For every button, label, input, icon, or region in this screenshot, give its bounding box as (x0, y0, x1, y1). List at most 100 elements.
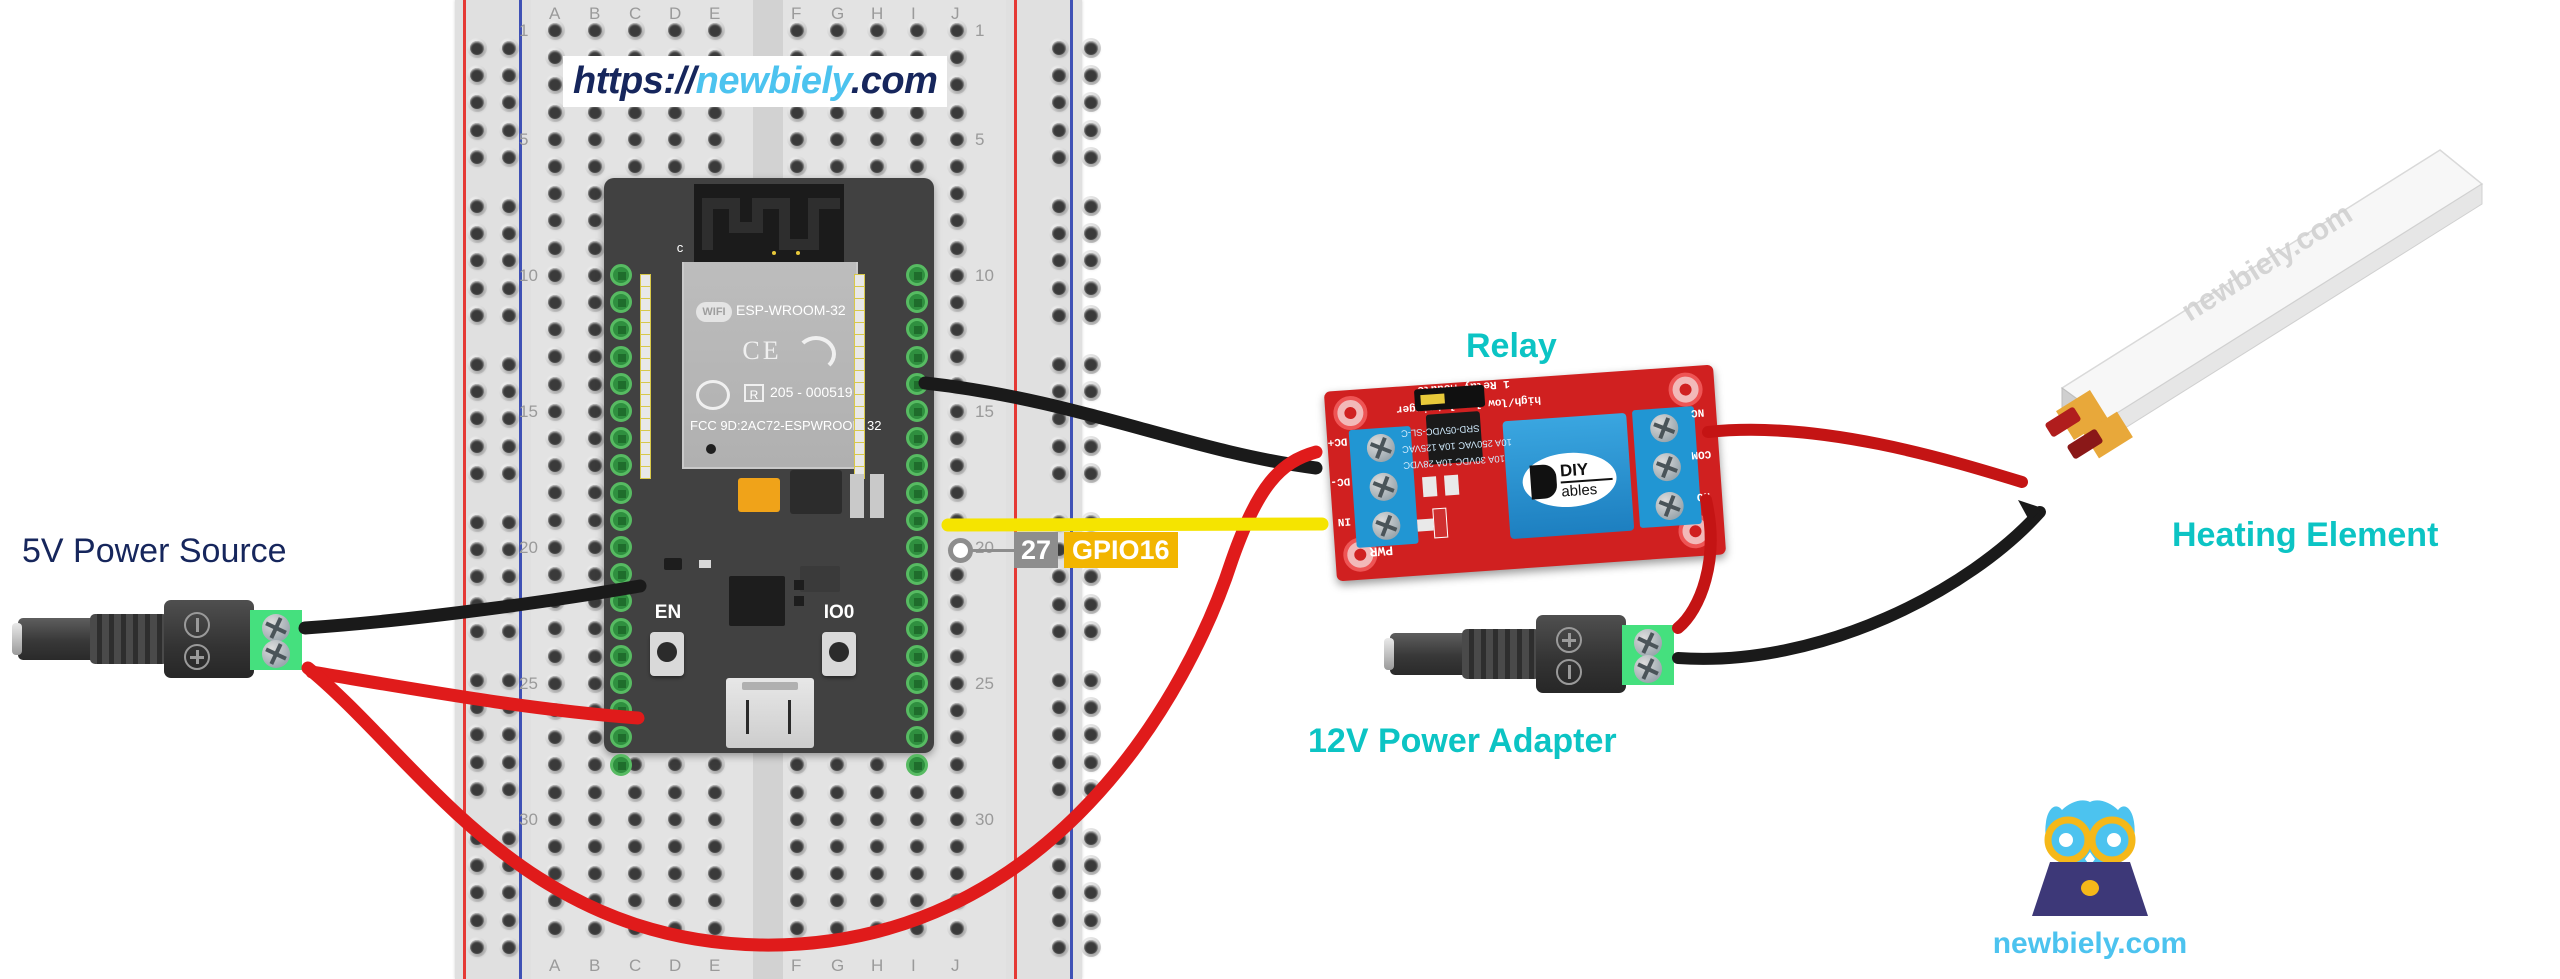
breadboard-hole[interactable] (1081, 277, 1101, 298)
breadboard-hole[interactable] (499, 146, 519, 167)
breadboard-hole[interactable] (545, 672, 565, 693)
breadboard-hole[interactable] (545, 564, 565, 584)
breadboard-hole[interactable] (545, 727, 565, 748)
breadboard-hole[interactable] (947, 373, 967, 394)
breadboard-hole[interactable] (1049, 828, 1069, 848)
breadboard-hole[interactable] (867, 781, 887, 802)
breadboard-hole[interactable] (585, 700, 605, 720)
breadboard-hole[interactable] (1081, 512, 1101, 532)
breadboard-hole[interactable] (907, 890, 927, 911)
breadboard-hole[interactable] (867, 836, 887, 856)
breadboard-hole[interactable] (467, 38, 487, 58)
breadboard-hole[interactable] (1081, 697, 1101, 718)
esp32-pin[interactable] (906, 617, 928, 640)
breadboard-hole[interactable] (585, 319, 605, 340)
breadboard-hole[interactable] (545, 346, 565, 367)
breadboard-hole[interactable] (947, 482, 967, 503)
esp32-pin[interactable] (906, 345, 928, 368)
breadboard-hole[interactable] (467, 354, 487, 374)
breadboard-hole[interactable] (1081, 670, 1101, 690)
esp32-pin[interactable] (610, 427, 632, 450)
breadboard-hole[interactable] (827, 20, 847, 40)
breadboard-hole[interactable] (1049, 462, 1069, 483)
breadboard-hole[interactable] (585, 292, 605, 312)
breadboard-hole[interactable] (467, 435, 487, 456)
esp32-pin[interactable] (906, 427, 928, 450)
en-button[interactable] (650, 632, 684, 676)
screw-in[interactable] (1371, 510, 1402, 541)
breadboard-hole[interactable] (499, 435, 519, 456)
breadboard-hole[interactable] (947, 917, 967, 938)
breadboard-hole[interactable] (947, 836, 967, 856)
esp32-pin[interactable] (906, 318, 928, 341)
breadboard-hole[interactable] (545, 455, 565, 476)
esp32-pin[interactable] (610, 345, 632, 368)
breadboard-hole[interactable] (867, 808, 887, 829)
esp32-pin[interactable] (906, 508, 928, 531)
breadboard-hole[interactable] (1049, 223, 1069, 244)
breadboard-hole[interactable] (1049, 250, 1069, 271)
breadboard-hole[interactable] (585, 156, 605, 176)
breadboard-hole[interactable] (467, 250, 487, 271)
breadboard-hole[interactable] (1049, 670, 1069, 690)
breadboard-hole[interactable] (499, 778, 519, 799)
esp32-pin[interactable] (610, 508, 632, 531)
breadboard-hole[interactable] (499, 196, 519, 216)
breadboard-hole[interactable] (467, 146, 487, 167)
breadboard-hole[interactable] (545, 482, 565, 503)
breadboard-hole[interactable] (499, 408, 519, 429)
breadboard-hole[interactable] (545, 645, 565, 666)
breadboard-hole[interactable] (585, 20, 605, 40)
breadboard-hole[interactable] (467, 408, 487, 429)
breadboard-hole[interactable] (1049, 620, 1069, 641)
breadboard-hole[interactable] (585, 400, 605, 421)
breadboard-hole[interactable] (1049, 277, 1069, 298)
breadboard-hole[interactable] (1081, 354, 1101, 374)
breadboard-hole[interactable] (499, 909, 519, 930)
breadboard-hole[interactable] (585, 509, 605, 530)
esp32-pin[interactable] (906, 400, 928, 422)
breadboard-hole[interactable] (585, 455, 605, 476)
esp32-pin[interactable] (610, 644, 632, 667)
breadboard-hole[interactable] (625, 917, 645, 938)
screw-12v-positive[interactable] (1634, 629, 1662, 657)
esp32-pin[interactable] (610, 318, 632, 341)
breadboard-hole[interactable] (827, 156, 847, 176)
breadboard-hole[interactable] (1081, 751, 1101, 772)
breadboard-hole[interactable] (585, 672, 605, 693)
breadboard-hole[interactable] (467, 828, 487, 848)
breadboard-hole[interactable] (1049, 512, 1069, 532)
breadboard-hole[interactable] (1049, 936, 1069, 957)
breadboard-hole[interactable] (467, 304, 487, 325)
breadboard-hole[interactable] (947, 564, 967, 584)
breadboard-hole[interactable] (1049, 196, 1069, 216)
breadboard-hole[interactable] (947, 890, 967, 911)
breadboard-hole[interactable] (585, 373, 605, 394)
breadboard-hole[interactable] (467, 277, 487, 298)
breadboard-hole[interactable] (1081, 223, 1101, 244)
breadboard-hole[interactable] (947, 346, 967, 367)
breadboard-hole[interactable] (827, 808, 847, 829)
breadboard-hole[interactable] (705, 890, 725, 911)
breadboard-hole[interactable] (827, 754, 847, 775)
breadboard-hole[interactable] (1081, 38, 1101, 58)
breadboard-hole[interactable] (545, 101, 565, 122)
breadboard-hole[interactable] (1081, 828, 1101, 848)
breadboard-hole[interactable] (867, 890, 887, 911)
breadboard-hole[interactable] (1081, 462, 1101, 483)
breadboard-hole[interactable] (585, 237, 605, 258)
esp32-pin[interactable] (906, 672, 928, 694)
breadboard-hole[interactable] (1081, 196, 1101, 216)
breadboard-hole[interactable] (827, 890, 847, 911)
breadboard-hole[interactable] (545, 373, 565, 394)
breadboard-hole[interactable] (1081, 65, 1101, 86)
breadboard-hole[interactable] (827, 863, 847, 884)
esp32-pin[interactable] (906, 264, 928, 286)
breadboard-hole[interactable] (585, 836, 605, 856)
breadboard-hole[interactable] (705, 781, 725, 802)
screw-com[interactable] (1651, 452, 1682, 483)
breadboard-hole[interactable] (585, 183, 605, 204)
breadboard-hole[interactable] (499, 512, 519, 532)
breadboard-hole[interactable] (585, 727, 605, 748)
breadboard-hole[interactable] (585, 890, 605, 911)
